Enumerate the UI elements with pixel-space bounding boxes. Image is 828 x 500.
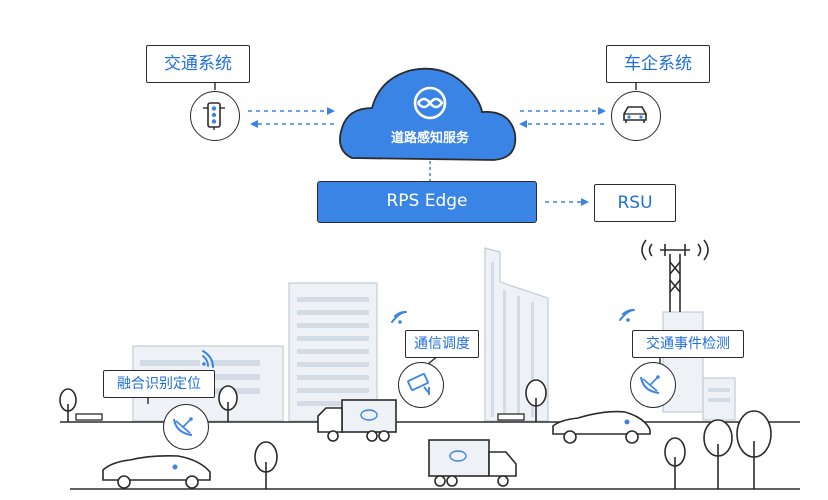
truck-upper: [317, 399, 397, 442]
radar-dish-icon-fusion: [163, 404, 209, 450]
wifi-icon-left: [202, 350, 214, 368]
traffic-system-label: 交通系统: [146, 45, 250, 83]
radar-dish-icon-event: [630, 362, 676, 408]
arrowheads-left: [250, 107, 335, 128]
arrows-cloud-vehicle: [520, 110, 608, 125]
rsu-label: RSU: [594, 184, 676, 222]
arrowheads-right: [519, 107, 606, 128]
vehicle-system-label: 车企系统: [606, 45, 710, 83]
car-right: [552, 410, 651, 444]
arrows-traffic-cloud: [248, 110, 338, 125]
traffic-light-icon: [190, 91, 240, 141]
antenna-tower: [641, 239, 709, 312]
fusion-label: 融合识别定位: [103, 370, 215, 398]
wifi-icon-right: [619, 309, 635, 322]
wifi-icon-center: [391, 311, 407, 324]
infinity-logo-icon: [413, 86, 447, 120]
event-detection-label: 交通事件检测: [632, 330, 744, 358]
cloud-shape: [339, 67, 517, 161]
truck-lower: [428, 439, 517, 487]
rps-edge-box: RPS Edge: [317, 181, 537, 223]
wifi-signals: [202, 309, 635, 368]
trees: [59, 379, 772, 489]
cloud-label: 道路感知服务: [390, 131, 469, 146]
comm-dispatch-label: 通信调度: [405, 330, 479, 358]
benches: [75, 413, 525, 421]
camera-icon: [398, 362, 444, 408]
car-left: [102, 455, 211, 489]
car-icon: [611, 91, 661, 141]
